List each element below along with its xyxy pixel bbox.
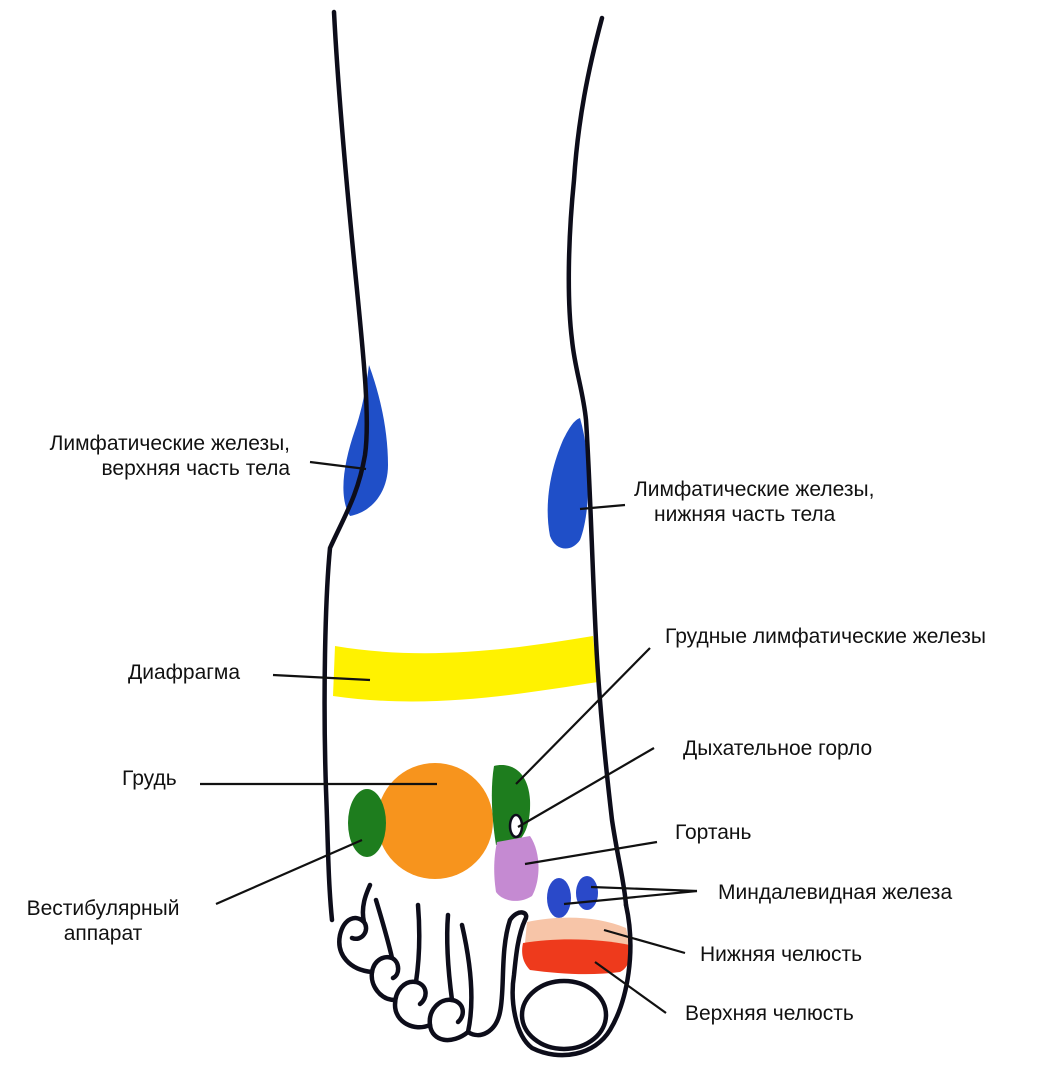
label-lower-jaw: Нижняя челюсть: [700, 942, 862, 967]
chest-zone: [377, 763, 493, 879]
label-vestibular: Вестибулярный аппарат: [8, 896, 198, 946]
upper-jaw-zone: [522, 939, 630, 974]
label-lymph-lower-line2: нижняя часть тела: [634, 502, 874, 527]
tonsil-zone-right: [576, 876, 598, 910]
label-upper-jaw: Верхняя челюсть: [685, 1001, 854, 1026]
label-chest-lymph: Грудные лимфатические железы: [665, 624, 986, 649]
label-diaphragm: Диафрагма: [128, 660, 240, 685]
label-larynx: Гортань: [675, 820, 751, 845]
toe-4: [372, 900, 398, 1000]
label-vestibular-line1: Вестибулярный: [8, 896, 198, 921]
vestibular-zone: [348, 789, 386, 857]
leader-tonsil-1: [591, 887, 697, 891]
label-lymph-lower: Лимфатические железы, нижняя часть тела: [634, 477, 874, 527]
lymph-lower-zone: [548, 418, 589, 549]
big-toe-pad: [522, 981, 606, 1049]
toe-5: [339, 885, 372, 972]
leader-vestibular: [216, 840, 362, 904]
label-trachea: Дыхательное горло: [683, 736, 872, 761]
label-lymph-lower-line1: Лимфатические железы,: [634, 477, 874, 502]
label-lymph-upper-line2: верхняя часть тела: [20, 456, 290, 481]
label-lymph-upper: Лимфатические железы, верхняя часть тела: [20, 431, 290, 481]
toe-base-2: [447, 915, 452, 1000]
label-lymph-upper-line1: Лимфатические железы,: [20, 431, 290, 456]
label-chest: Грудь: [122, 766, 177, 791]
label-tonsils: Миндалевидная железа: [718, 880, 952, 905]
toe-3: [395, 905, 430, 1027]
diaphragm-zone: [333, 636, 598, 701]
leader-larynx: [525, 842, 657, 864]
tonsil-zone-left: [547, 878, 571, 918]
larynx-zone: [494, 836, 538, 901]
label-vestibular-line2: аппарат: [8, 921, 198, 946]
